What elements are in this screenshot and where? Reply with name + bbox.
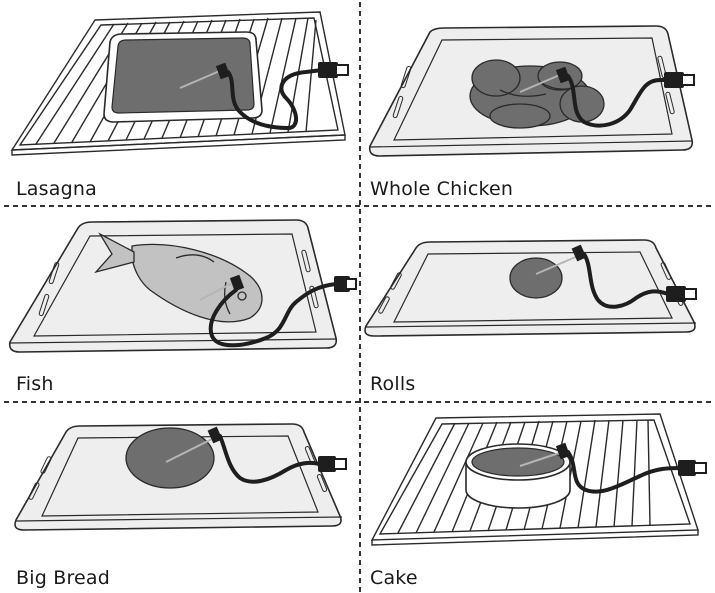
panel-dividers (4, 2, 712, 593)
bread-loaf-icon (125, 427, 215, 489)
panel-fish-illustration (8, 219, 357, 353)
round-cake-tin-icon (465, 443, 571, 509)
fish-icon (94, 232, 263, 323)
caption-fish: Fish (16, 373, 54, 395)
meat-probe-icon (165, 426, 347, 484)
caption-big-bread: Big Bread (16, 567, 111, 589)
bread-roll-icon (509, 257, 563, 299)
meat-probe-icon (519, 442, 707, 494)
caption-cake: Cake (370, 567, 418, 589)
meat-probe-icon (199, 274, 357, 348)
panel-cake-illustration (370, 413, 707, 546)
caption-whole-chicken: Whole Chicken (370, 178, 514, 200)
meat-probe-icon (535, 244, 697, 309)
caption-lasagna: Lasagna (16, 178, 97, 200)
meat-probe-icon (179, 62, 349, 131)
meat-probe-icon (519, 66, 695, 128)
panel-whole-chicken-illustration (368, 25, 695, 157)
baking-dish-icon (103, 31, 263, 123)
caption-rolls: Rolls (370, 373, 416, 395)
panel-lasagna-illustration (10, 11, 349, 156)
panel-rolls-illustration (364, 239, 697, 337)
panel-big-bread-illustration (14, 423, 347, 531)
